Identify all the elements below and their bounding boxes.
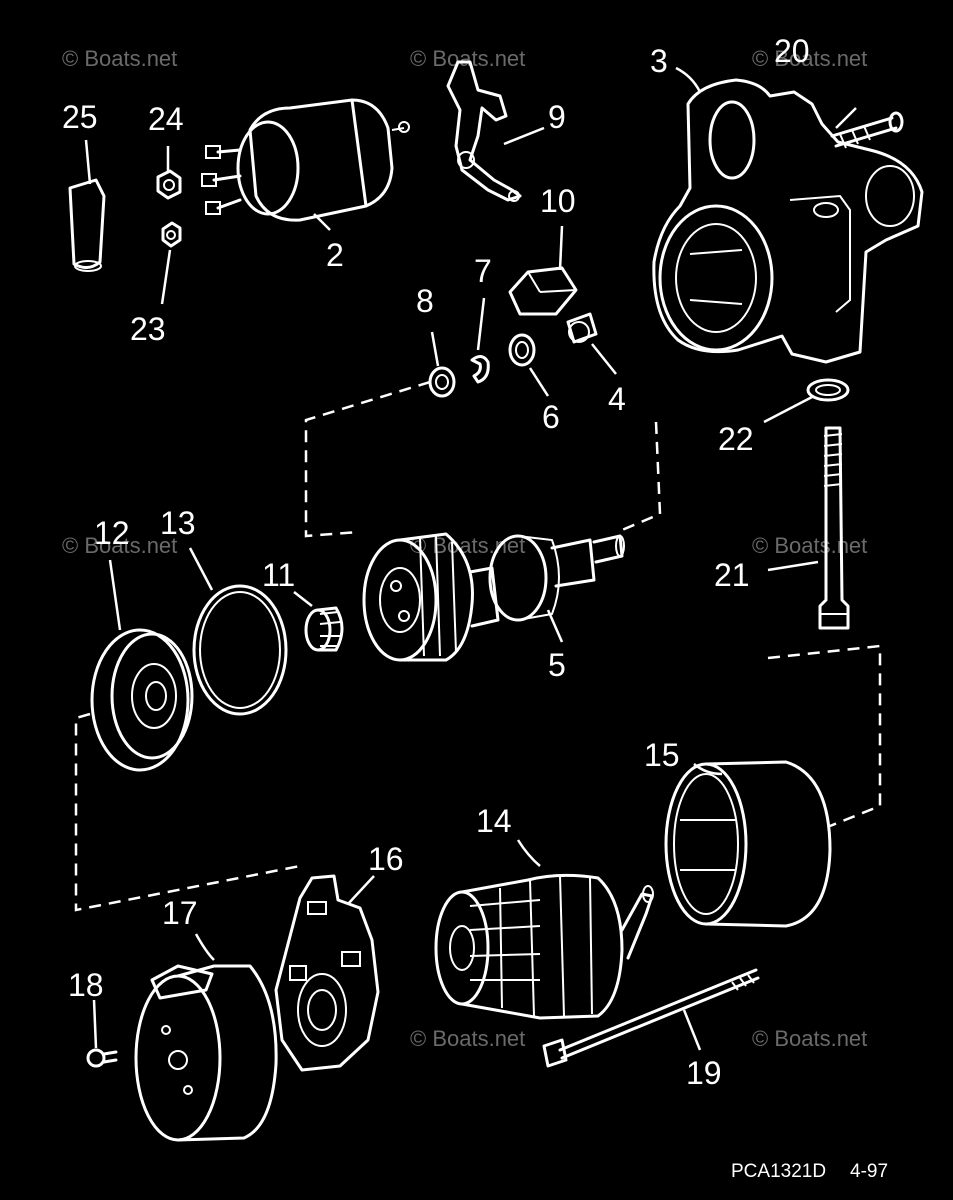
callout-3: 3 (650, 43, 668, 79)
part-10-bracket (508, 266, 578, 316)
callout-12: 12 (94, 515, 130, 551)
part-11-pinion (304, 606, 344, 652)
callout-9: 9 (548, 99, 566, 135)
callout-13: 13 (160, 505, 196, 541)
callout-20: 20 (774, 33, 810, 69)
watermark: © Boats.net (410, 1026, 525, 1051)
part-12-end-cover (90, 628, 194, 772)
callout-8: 8 (416, 283, 434, 319)
part-19-bolt (542, 968, 760, 1068)
part-24-nut (156, 169, 182, 200)
part-4-bushing (566, 312, 598, 344)
part-21-bolt (818, 426, 850, 630)
callout-22: 22 (718, 421, 754, 457)
part-22-ring (806, 378, 850, 402)
part-3-drive-housing (652, 78, 924, 364)
callout-5: 5 (548, 647, 566, 683)
watermark: © Boats.net (752, 1026, 867, 1051)
part-17-end-frame (134, 964, 278, 1142)
part-14-armature (434, 873, 654, 1020)
callout-23: 23 (130, 311, 166, 347)
part-5-drive (362, 532, 625, 662)
callout-11: 11 (262, 557, 295, 593)
part-9-lever (446, 60, 522, 202)
callout-17: 17 (162, 895, 198, 931)
part-6-washer (508, 333, 536, 367)
callout-19: 19 (686, 1055, 722, 1091)
callout-4: 4 (608, 381, 626, 417)
assembly-lines (74, 380, 882, 912)
callout-15: 15 (644, 737, 680, 773)
part-8-collar (428, 366, 456, 398)
part-18-screw (86, 1048, 118, 1068)
callout-2: 2 (326, 237, 344, 273)
callout-24: 24 (148, 101, 184, 137)
page-ref: 4-97 (850, 1161, 888, 1182)
watermark: © Boats.net (752, 533, 867, 558)
part-20-screw (830, 111, 904, 149)
watermark-layer: © Boats.net © Boats.net © Boats.net © Bo… (62, 46, 867, 1051)
callout-layer: 25 24 2 9 3 20 10 7 8 4 6 23 22 12 13 11… (62, 33, 810, 1091)
part-23-nut (161, 221, 182, 248)
watermark: © Boats.net (410, 46, 525, 71)
callout-25: 25 (62, 99, 98, 135)
callout-21: 21 (714, 557, 750, 593)
callout-14: 14 (476, 803, 512, 839)
part-2-solenoid (201, 98, 410, 222)
callout-16: 16 (368, 841, 404, 877)
callout-6: 6 (542, 399, 560, 435)
leader-lines (84, 66, 857, 1051)
part-7-clip (470, 355, 490, 384)
figure-code: PCA1321D (731, 1161, 826, 1182)
part-13-oring (192, 584, 288, 716)
part-25-boot (68, 178, 106, 272)
callout-18: 18 (68, 967, 104, 1003)
watermark: © Boats.net (62, 46, 177, 71)
part-15-yoke (664, 760, 832, 928)
callout-10: 10 (540, 183, 576, 219)
part-16-brush-holder (274, 874, 380, 1072)
watermark: © Boats.net (752, 46, 867, 71)
watermark: © Boats.net (62, 533, 177, 558)
callout-7: 7 (474, 253, 492, 289)
